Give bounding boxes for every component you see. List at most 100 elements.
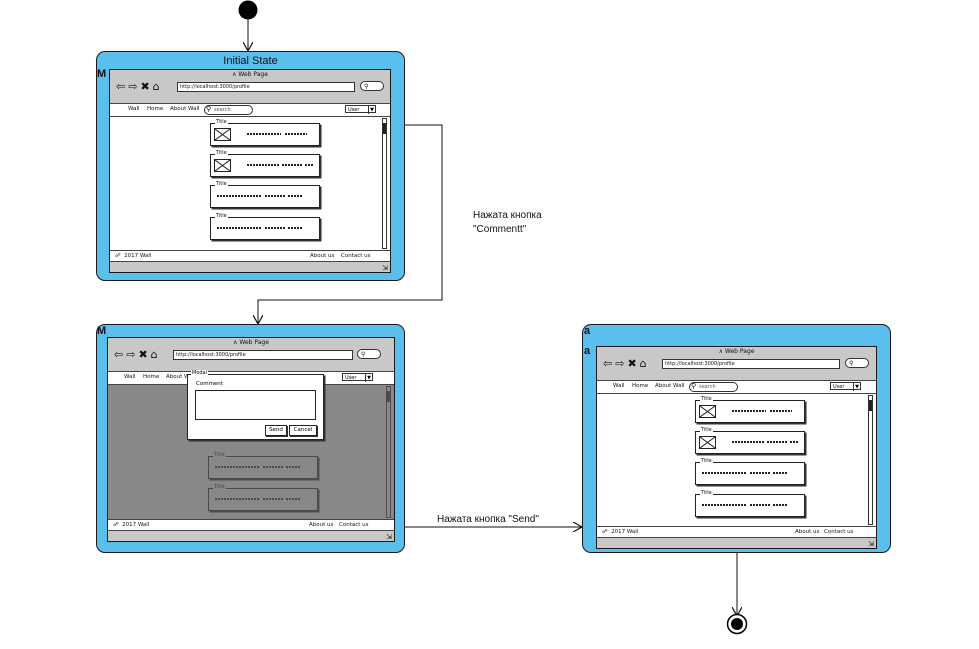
user-select[interactable]: User▼ bbox=[345, 105, 376, 114]
footer-contact-link[interactable]: Contact us bbox=[339, 522, 369, 528]
list-item[interactable]: Title bbox=[695, 396, 805, 423]
placeholder-text bbox=[217, 227, 302, 229]
footer-contact-link[interactable]: Contact us bbox=[824, 529, 854, 535]
menu-item-home[interactable]: Home bbox=[147, 106, 164, 112]
corner-mark: M bbox=[97, 68, 107, 80]
modal-title: Modal bbox=[191, 370, 208, 376]
send-button[interactable]: Send bbox=[265, 425, 287, 436]
placeholder-text bbox=[702, 472, 787, 474]
scrollbar-thumb[interactable] bbox=[869, 400, 872, 411]
nav-icons: ⇦ ⇨ ✖ ⌂ bbox=[114, 348, 159, 361]
menu-bar: Wall Home About Wall ⚲search User▼ bbox=[597, 381, 876, 394]
menu-item-wall[interactable]: Wall bbox=[124, 374, 136, 380]
forward-arrow-icon[interactable]: ⇨ bbox=[615, 357, 626, 370]
comment-modal: Modal Comment Send Cancel bbox=[187, 370, 324, 440]
chevron-down-icon: ▼ bbox=[365, 374, 371, 382]
resize-grip-icon[interactable]: ⇲ bbox=[386, 533, 392, 541]
card-title: Title bbox=[215, 119, 228, 125]
footer-about-link[interactable]: About us bbox=[309, 522, 334, 528]
placeholder-text bbox=[247, 133, 307, 135]
comment-textarea[interactable] bbox=[195, 390, 316, 420]
scrollbar-thumb[interactable] bbox=[383, 123, 386, 134]
footer-copyright: ☍ 2017 Wall bbox=[115, 253, 152, 259]
comment-label: Comment bbox=[196, 381, 223, 387]
search-icon[interactable]: ⚲ bbox=[357, 349, 381, 359]
state-modal-open: M ∧ Web Page ⇦ ⇨ ✖ ⌂ http://localhost:30… bbox=[96, 324, 405, 553]
globe-icon: ☍ bbox=[602, 529, 608, 535]
user-select[interactable]: User▼ bbox=[342, 373, 373, 382]
content-area: Title Title Title Title bbox=[597, 394, 876, 526]
close-x-icon[interactable]: ✖ bbox=[140, 80, 151, 93]
footer-about-link[interactable]: About us bbox=[795, 529, 820, 535]
address-bar[interactable]: http://localhost:3000/profile bbox=[177, 82, 355, 92]
corner-mark: a bbox=[584, 325, 591, 337]
card-title: Title bbox=[700, 427, 713, 433]
menu-item-home[interactable]: Home bbox=[632, 383, 649, 389]
status-bar: ☍ 2017 Wall About us Contact us bbox=[108, 519, 394, 531]
resize-grip-icon[interactable]: ⇲ bbox=[868, 540, 874, 548]
address-bar[interactable]: http://localhost:3000/profile bbox=[662, 359, 840, 369]
list-item[interactable]: Title bbox=[210, 119, 320, 146]
search-input[interactable]: ⚲search bbox=[204, 105, 253, 115]
home-icon[interactable]: ⌂ bbox=[152, 80, 161, 93]
search-icon: ⚲ bbox=[206, 105, 212, 113]
card-title: Title bbox=[700, 458, 713, 464]
close-x-icon[interactable]: ✖ bbox=[138, 348, 149, 361]
browser-chrome: ∧ Web Page ⇦ ⇨ ✖ ⌂ http://localhost:3000… bbox=[110, 70, 390, 104]
menu-item-wall[interactable]: Wall bbox=[613, 383, 625, 389]
back-arrow-icon[interactable]: ⇦ bbox=[603, 357, 614, 370]
footer-contact-link[interactable]: Contact us bbox=[341, 253, 371, 259]
card-title: Title bbox=[700, 490, 713, 496]
search-icon[interactable]: ⚲ bbox=[360, 81, 384, 91]
footer-copyright: ☍ 2017 Wall bbox=[602, 529, 639, 535]
search-icon: ⚲ bbox=[691, 382, 697, 390]
list-item[interactable]: Title bbox=[695, 458, 805, 485]
scrollbar[interactable] bbox=[382, 118, 387, 249]
list-item[interactable]: Title bbox=[695, 427, 805, 454]
footer-copyright: ☍ 2017 Wall bbox=[113, 522, 150, 528]
home-icon[interactable]: ⌂ bbox=[639, 357, 648, 370]
forward-arrow-icon[interactable]: ⇨ bbox=[128, 80, 139, 93]
resize-grip-icon[interactable]: ⇲ bbox=[382, 264, 388, 272]
state-after-send: a a ∧ Web Page ⇦ ⇨ ✖ ⌂ http://localhost:… bbox=[582, 324, 891, 553]
back-arrow-icon[interactable]: ⇦ bbox=[114, 348, 125, 361]
state-title: Initial State bbox=[223, 55, 278, 67]
status-bar: ☍ 2017 Wall About us Contact us bbox=[110, 250, 390, 262]
placeholder-text bbox=[247, 164, 313, 166]
image-placeholder-icon bbox=[214, 128, 231, 141]
list-item[interactable]: Title bbox=[210, 181, 320, 208]
forward-arrow-icon[interactable]: ⇨ bbox=[126, 348, 137, 361]
scrollbar[interactable] bbox=[868, 395, 873, 525]
user-select[interactable]: User▼ bbox=[830, 382, 861, 391]
search-input[interactable]: ⚲search bbox=[689, 382, 738, 392]
back-arrow-icon[interactable]: ⇦ bbox=[116, 80, 127, 93]
address-bar[interactable]: http://localhost:3000/profile bbox=[173, 350, 353, 360]
list-item[interactable]: Title bbox=[210, 213, 320, 240]
image-placeholder-icon bbox=[214, 159, 231, 172]
menu-item-home[interactable]: Home bbox=[143, 374, 160, 380]
final-node-core bbox=[731, 618, 743, 630]
window-footer: ⇲ bbox=[110, 261, 390, 272]
close-x-icon[interactable]: ✖ bbox=[627, 357, 638, 370]
menu-item-wall[interactable]: Wall bbox=[128, 106, 140, 112]
image-placeholder-icon bbox=[699, 405, 716, 418]
card-title: Title bbox=[215, 213, 228, 219]
content-area: Title Title Title Title bbox=[110, 117, 390, 250]
menu-item-about[interactable]: About Wall bbox=[166, 374, 196, 380]
home-icon[interactable]: ⌂ bbox=[150, 348, 159, 361]
cancel-button[interactable]: Cancel bbox=[289, 425, 317, 436]
menu-item-about[interactable]: About Wall bbox=[655, 383, 685, 389]
chevron-down-icon: ▼ bbox=[368, 106, 374, 114]
list-item[interactable]: Title bbox=[695, 490, 805, 517]
browser-chrome: ∧ Web Page ⇦ ⇨ ✖ ⌂ http://localhost:3000… bbox=[108, 338, 394, 372]
edge-comment bbox=[258, 124, 443, 324]
list-item[interactable]: Title bbox=[210, 150, 320, 177]
search-icon[interactable]: ⚲ bbox=[845, 358, 869, 368]
menu-item-about[interactable]: About Wall bbox=[170, 106, 200, 112]
placeholder-text bbox=[732, 410, 792, 412]
transition-label-send: Нажата кнопка "Send" bbox=[437, 514, 539, 525]
card-title: Title bbox=[215, 181, 228, 187]
footer-about-link[interactable]: About us bbox=[310, 253, 335, 259]
